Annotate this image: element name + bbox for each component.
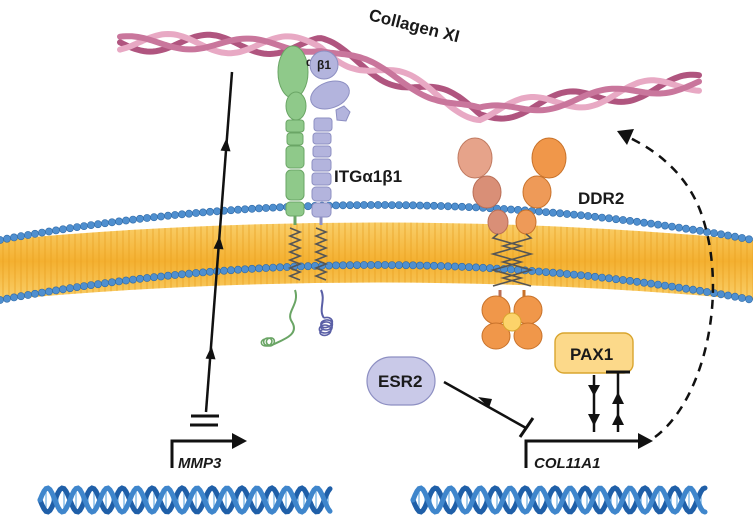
col11a1-gene-label: COL11A1 bbox=[534, 455, 600, 472]
integrin-alpha1-subunit bbox=[260, 45, 309, 347]
mmp3-gene-label: MMP3 bbox=[178, 455, 222, 472]
integrin-label: ITGα1β1 bbox=[334, 167, 402, 186]
mmp3-promoter-arrow bbox=[170, 433, 247, 468]
ddr2-receptor bbox=[457, 137, 567, 350]
collagen-xi-fiber bbox=[117, 30, 702, 124]
mmp3-signaling-arrow bbox=[190, 71, 234, 427]
dna-helix-right bbox=[410, 485, 708, 515]
pax1-activation-arrow bbox=[588, 375, 600, 432]
integrin-beta1-subunit bbox=[309, 50, 351, 337]
esr2-label: ESR2 bbox=[378, 372, 422, 391]
col11a1-promoter-arrow bbox=[524, 433, 653, 468]
collagen-xi-label: Collagen XI bbox=[367, 5, 461, 46]
pax1-node bbox=[554, 332, 634, 374]
membrane-heads-bottom bbox=[0, 261, 753, 304]
pax1-feedback-inhibition bbox=[606, 370, 630, 432]
esr2-inhibition-arrow bbox=[443, 380, 535, 438]
ddr2-label: DDR2 bbox=[578, 189, 624, 208]
esr2-node bbox=[366, 356, 436, 406]
cell-membrane bbox=[0, 201, 753, 304]
pax1-label: PAX1 bbox=[570, 345, 613, 364]
col11a1-to-collagen-dashed-arrow bbox=[617, 129, 715, 439]
dna-helix-left bbox=[37, 485, 333, 515]
beta1-label: β1 bbox=[317, 58, 331, 72]
